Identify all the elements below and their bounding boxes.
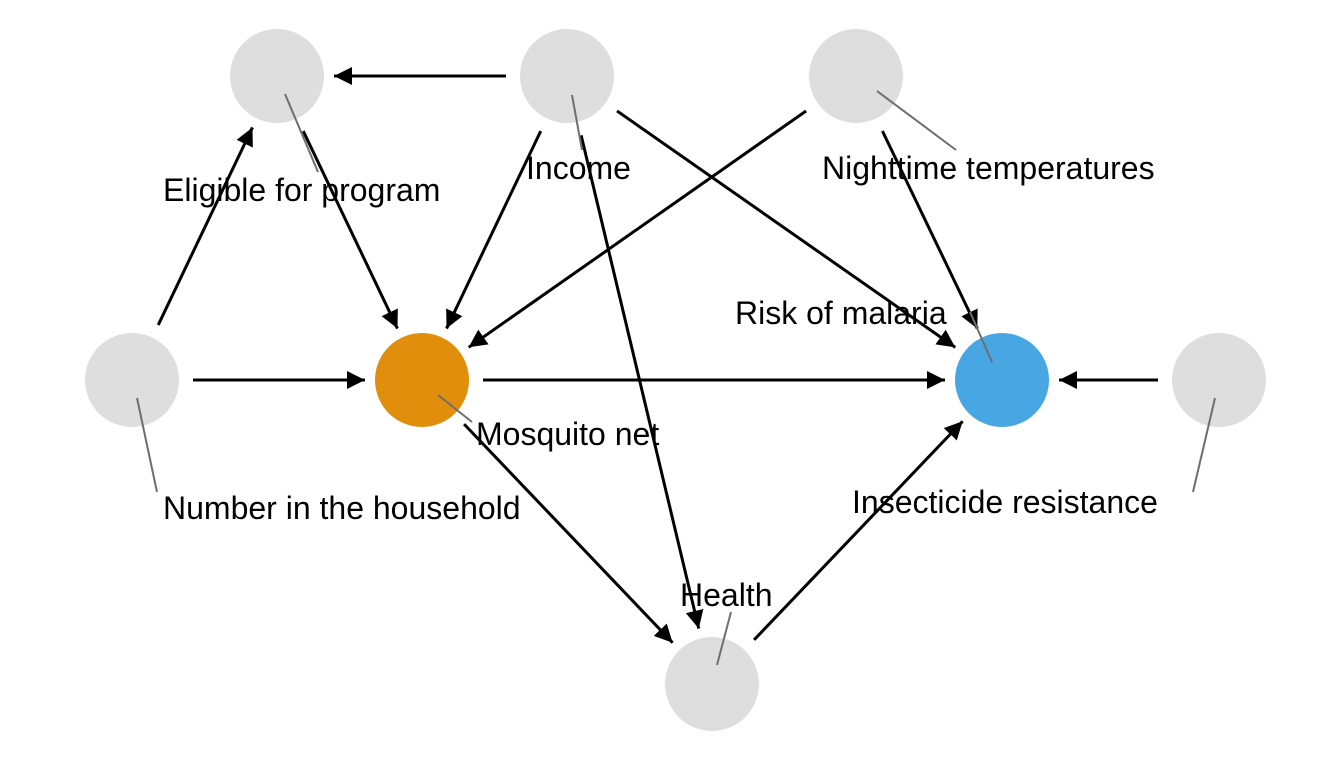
nodes-layer	[85, 29, 1266, 731]
node-label-malaria: Risk of malaria	[735, 295, 947, 331]
label-leader-income	[571, 94, 583, 151]
node-net	[375, 333, 469, 427]
label-leader-eligible	[284, 93, 319, 173]
node-label-resistance: Insecticide resistance	[852, 484, 1158, 520]
edge-temperature-to-net	[467, 109, 807, 349]
labels-layer: Eligible for program Income Nighttime te…	[163, 150, 1158, 613]
edge-income-to-malaria	[616, 109, 957, 349]
edge-income-to-health	[579, 134, 704, 629]
edge-income-to-net	[445, 130, 543, 330]
leaders-layer	[136, 90, 1216, 666]
node-label-household: Number in the household	[163, 490, 521, 526]
node-malaria	[955, 333, 1049, 427]
node-label-net: Mosquito net	[476, 416, 659, 452]
edge-household-to-eligible	[156, 126, 254, 326]
label-leader-net	[437, 394, 473, 423]
node-household	[85, 333, 179, 427]
edges-layer	[156, 67, 1158, 644]
label-leader-temperature	[876, 90, 957, 151]
node-temperature	[809, 29, 903, 123]
node-eligible	[230, 29, 324, 123]
label-leader-malaria	[969, 311, 993, 363]
edge-temperature-to-malaria	[881, 130, 979, 330]
edge-eligible-to-net	[301, 130, 399, 330]
label-leader-household	[136, 397, 158, 493]
node-label-health: Health	[680, 577, 773, 613]
label-leader-health	[716, 611, 732, 666]
label-leader-resistance	[1192, 397, 1216, 493]
edge-health-to-malaria	[753, 420, 964, 641]
node-label-eligible: Eligible for program	[163, 172, 440, 208]
node-resistance	[1172, 333, 1266, 427]
node-health	[665, 637, 759, 731]
node-label-temperature: Nighttime temperatures	[822, 150, 1155, 186]
node-label-income: Income	[526, 150, 631, 186]
edge-net-to-health	[463, 423, 674, 644]
node-income	[520, 29, 614, 123]
